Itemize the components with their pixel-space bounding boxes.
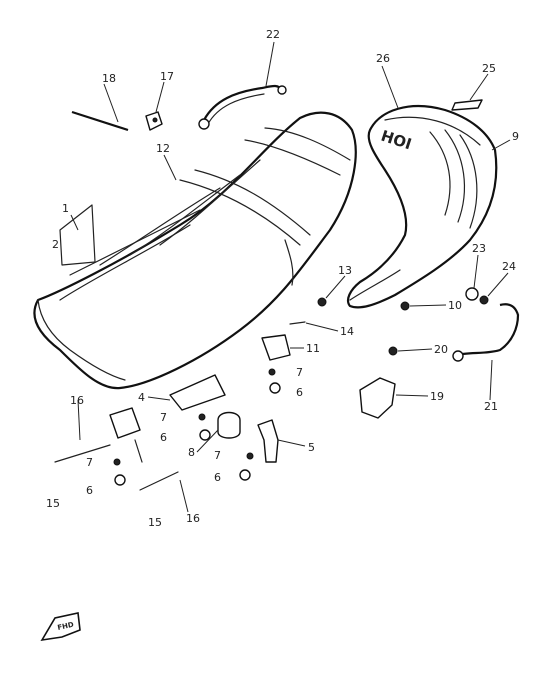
callout-24: 24 xyxy=(502,260,516,273)
nut-6b xyxy=(199,429,211,441)
callout-15a: 15 xyxy=(46,497,60,510)
callout-16a: 16 xyxy=(70,394,84,407)
callout-7d: 7 xyxy=(214,449,221,462)
callout-16b: 16 xyxy=(186,512,200,525)
callout-10: 10 xyxy=(448,299,462,312)
corner-logo: FHD xyxy=(40,612,81,642)
bracket-left xyxy=(109,407,141,439)
washer-7b xyxy=(198,413,206,421)
nut-6d xyxy=(239,469,251,481)
callout-7b: 7 xyxy=(160,411,167,424)
callout-4: 4 xyxy=(138,391,145,404)
bracket-17 xyxy=(145,111,163,131)
callout-9: 9 xyxy=(512,130,519,143)
callout-25: 25 xyxy=(482,62,496,75)
tail-emblem: HOI xyxy=(379,127,414,154)
callout-15b: 15 xyxy=(148,516,162,529)
bolt-20 xyxy=(388,346,398,356)
callout-13: 13 xyxy=(338,264,352,277)
nut-6a xyxy=(114,474,126,486)
callout-6d: 6 xyxy=(214,471,221,484)
callout-6b: 6 xyxy=(160,431,167,444)
callout-7a: 7 xyxy=(296,366,303,379)
hinge-bracket-11 xyxy=(261,334,291,361)
callouts: 1 2 18 17 22 26 25 12 9 23 24 13 14 11 1… xyxy=(46,28,519,529)
callout-8: 8 xyxy=(188,446,195,459)
washer-7d xyxy=(246,452,254,460)
collar-23 xyxy=(465,287,479,301)
hook-5 xyxy=(257,419,279,463)
bolt-14 xyxy=(289,321,306,325)
callout-17: 17 xyxy=(160,70,174,83)
callout-1: 1 xyxy=(62,202,69,215)
callout-18: 18 xyxy=(102,72,116,85)
callout-20: 20 xyxy=(434,343,448,356)
bolt-10 xyxy=(400,301,410,311)
bolt-15-left xyxy=(54,444,111,463)
grab-bar-22 xyxy=(198,84,287,130)
stay-21 xyxy=(452,303,520,362)
callout-22: 22 xyxy=(266,28,280,41)
callout-7c: 7 xyxy=(86,456,93,469)
nut-24 xyxy=(479,295,489,305)
corner-logo-text: FHD xyxy=(57,621,75,632)
nut-6c xyxy=(269,382,281,394)
bracket-4 xyxy=(169,374,226,411)
washer-7c xyxy=(268,368,276,376)
emblem-25 xyxy=(451,99,483,111)
callout-23: 23 xyxy=(472,242,486,255)
callout-14: 14 xyxy=(340,325,354,338)
seat-assembly xyxy=(33,111,357,390)
callout-6a: 6 xyxy=(296,386,303,399)
callout-19: 19 xyxy=(430,390,444,403)
callout-12: 12 xyxy=(156,142,170,155)
callout-11: 11 xyxy=(306,342,320,355)
tail-cover: HOI xyxy=(346,105,498,309)
callout-21: 21 xyxy=(484,400,498,413)
damper-8 xyxy=(217,411,241,439)
leader-lines xyxy=(70,41,511,513)
callout-5: 5 xyxy=(308,441,315,454)
bolt-13 xyxy=(317,297,327,307)
washer-7a xyxy=(113,458,121,466)
callout-2: 2 xyxy=(52,238,59,251)
bolt-15-lower xyxy=(139,471,179,491)
rod-18 xyxy=(71,110,129,132)
spring-16 xyxy=(134,439,143,463)
callout-6c: 6 xyxy=(86,484,93,497)
callout-26: 26 xyxy=(376,52,390,65)
seat-lock-19 xyxy=(359,377,396,419)
